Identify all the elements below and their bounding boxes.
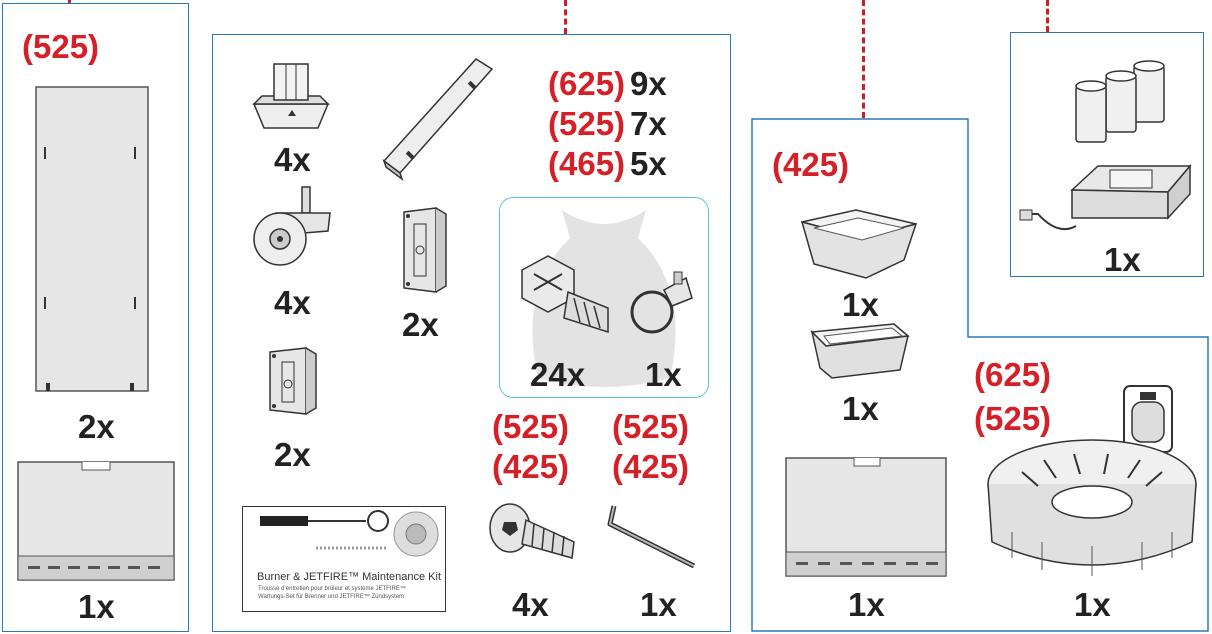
- hardware-bag-icon: [521, 210, 693, 387]
- leg-socket-icon: [252, 63, 330, 129]
- caster-qty: 4x: [274, 284, 311, 321]
- maintenance-kit-title: Burner & JETFIRE™ Maintenance Kit: [257, 571, 442, 583]
- bolt-qty: 4x: [512, 586, 549, 623]
- tray-small-qty: 1x: [842, 390, 879, 427]
- bolt-model-1: (525): [492, 408, 570, 445]
- side-panel-icon: [35, 86, 149, 392]
- connector-line-right: [862, 0, 865, 118]
- side-panel-qty: 2x: [78, 408, 115, 445]
- right-parts-panel: [751, 118, 1209, 632]
- front-panel-qty: 1x: [78, 588, 115, 625]
- hex-key-model-1: (525): [612, 408, 690, 445]
- lower-bracket-qty: 2x: [274, 436, 311, 473]
- button-head-bolt-icon: [489, 503, 575, 559]
- angle-count-qty-2: 7x: [630, 105, 667, 142]
- maintenance-kit-subtitle-fr: Trousse d’entretien pour brûleur et syst…: [258, 586, 406, 592]
- burner-model-1: (625): [974, 356, 1052, 393]
- maintenance-kit-brush-icon: [260, 510, 439, 557]
- connector-line-left: [68, 0, 71, 4]
- front-panel-icon: [17, 461, 175, 581]
- right-model-label: (425): [772, 146, 850, 183]
- connector-line-battery: [1046, 0, 1049, 32]
- burner-qty: 1x: [1074, 586, 1111, 623]
- hex-key-model-2: (425): [612, 448, 690, 485]
- bag-clip-qty: 1x: [645, 356, 682, 393]
- tray-large-qty: 1x: [842, 286, 879, 323]
- angle-count-model-2: (525): [548, 105, 626, 142]
- maintenance-kit-subtitle-de: Wartungs-Set für Brenner und JETFIRE™ Zü…: [258, 594, 405, 600]
- small-tray-icon: [810, 323, 910, 379]
- bolt-model-2: (425): [492, 448, 570, 485]
- angle-count-model-3: (465): [548, 145, 626, 182]
- angle-count-qty-3: 5x: [630, 145, 667, 182]
- connector-line-center: [564, 0, 567, 34]
- right-front-panel-icon: [785, 457, 947, 577]
- battery-qty: 1x: [1104, 241, 1141, 278]
- angle-count-model-1: (625): [548, 65, 626, 102]
- right-front-panel-qty: 1x: [848, 586, 885, 623]
- battery-pack-icon: [1019, 60, 1192, 230]
- bag-screw-qty: 24x: [530, 356, 586, 393]
- center-parts-panel: [212, 34, 731, 632]
- battery-parts-panel: [1010, 32, 1204, 277]
- left-parts-panel: [2, 3, 189, 632]
- propane-tank-icon: [1123, 385, 1173, 453]
- hex-key-icon: [607, 505, 696, 569]
- lower-bracket-icon: [269, 347, 317, 415]
- angle-count-qty-1: 9x: [630, 65, 667, 102]
- hardware-bag-frame: [499, 197, 709, 398]
- left-model-label: (525): [22, 28, 100, 65]
- square-tray-icon: [800, 209, 918, 279]
- burner-ring-icon: [987, 439, 1197, 576]
- leg-socket-qty: 4x: [274, 141, 311, 178]
- burner-model-2: (525): [974, 400, 1052, 437]
- hex-key-qty: 1x: [640, 586, 677, 623]
- upper-bracket-icon: [403, 207, 447, 293]
- caster-wheel-icon: [253, 186, 331, 266]
- upper-bracket-qty: 2x: [402, 306, 439, 343]
- angle-bracket-icon: [382, 58, 494, 181]
